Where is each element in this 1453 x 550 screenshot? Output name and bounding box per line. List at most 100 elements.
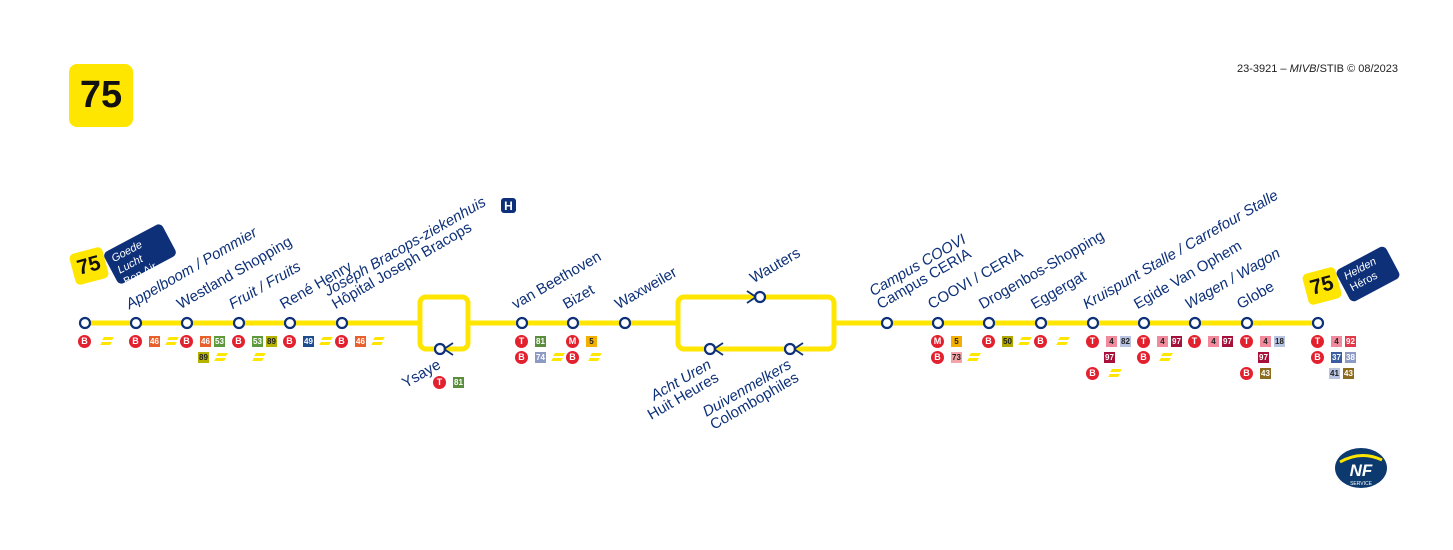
de-lijn-icon — [966, 352, 982, 362]
tram-mode-icon: T — [1240, 334, 1253, 348]
connecting-line-badge[interactable]: 49 — [303, 335, 314, 347]
nf-certification-logo: NF SERVICE — [1335, 448, 1387, 488]
station-stop-marker — [703, 342, 717, 356]
de-lijn-icon — [318, 336, 334, 346]
connecting-line-badge[interactable]: 89 — [266, 335, 277, 347]
connecting-line-badge[interactable]: 53 — [252, 335, 263, 347]
bus-mode-icon: B — [180, 334, 193, 348]
bus-mode-icon: B — [1137, 350, 1150, 364]
connecting-line-badge[interactable]: 97 — [1171, 335, 1182, 347]
de-lijn-icon — [370, 336, 386, 346]
connection-row: B 49 — [283, 334, 334, 348]
connecting-line-badge[interactable]: 46 — [200, 335, 211, 347]
connecting-line-badge[interactable]: 46 — [149, 335, 160, 347]
svg-text:NF: NF — [1350, 461, 1373, 480]
connecting-line-badge[interactable]: 97 — [1104, 351, 1115, 363]
connecting-line-badge[interactable]: 92 — [1345, 335, 1356, 347]
connecting-line-badge[interactable]: 97 — [1222, 335, 1233, 347]
connecting-line-badge[interactable]: 5 — [586, 335, 597, 347]
connecting-line-badge[interactable]: 53 — [214, 335, 225, 347]
tram-mode-icon: T — [515, 334, 528, 348]
station-stop-marker — [931, 316, 945, 330]
station-stop-marker — [1034, 316, 1048, 330]
tram-mode-icon: T — [1137, 334, 1150, 348]
connecting-line-badge[interactable]: 73 — [951, 351, 962, 363]
connecting-line-badge[interactable]: 41 — [1329, 367, 1340, 379]
connecting-line-badge[interactable]: 18 — [1274, 335, 1285, 347]
connecting-line-badge[interactable]: 46 — [355, 335, 366, 347]
station-stop-marker — [982, 316, 996, 330]
metro-mode-icon: M — [931, 334, 944, 348]
bus-mode-icon: B — [1086, 366, 1099, 380]
one-way-direction-icon — [746, 290, 757, 304]
bus-mode-icon: B — [335, 334, 348, 348]
connection-row: T 81 — [433, 375, 464, 389]
connecting-line-badge[interactable]: 43 — [1260, 367, 1271, 379]
connecting-line-badge[interactable]: 4 — [1157, 335, 1168, 347]
tram-mode-icon: T — [433, 375, 446, 389]
de-lijn-icon — [99, 336, 115, 346]
de-lijn-icon — [587, 352, 603, 362]
de-lijn-icon — [1158, 352, 1174, 362]
station-stop-marker — [232, 316, 246, 330]
station-stop-marker — [433, 342, 447, 356]
track-loop — [417, 294, 471, 352]
connection-row: 97 — [1258, 350, 1269, 364]
tram-mode-icon: T — [1311, 334, 1324, 348]
station-stop-marker — [180, 316, 194, 330]
connection-row: 89 — [198, 350, 229, 364]
station-stop-marker — [566, 316, 580, 330]
de-lijn-icon — [213, 352, 229, 362]
connecting-line-badge[interactable]: 4 — [1106, 335, 1117, 347]
connecting-line-badge[interactable]: 5 — [951, 335, 962, 347]
hospital-icon: H — [501, 198, 516, 213]
bus-mode-icon: B — [232, 334, 245, 348]
connection-row: B — [1137, 350, 1174, 364]
connecting-line-badge[interactable]: 81 — [535, 335, 546, 347]
bus-mode-icon: B — [78, 334, 91, 348]
credit-text: 23-3921 – MIVB/STIB © 08/2023 — [1237, 63, 1399, 75]
one-way-direction-icon — [443, 342, 454, 356]
connecting-line-badge[interactable]: 4 — [1208, 335, 1219, 347]
connecting-line-badge[interactable]: 50 — [1002, 335, 1013, 347]
track-loop — [675, 294, 837, 352]
de-lijn-icon — [550, 352, 566, 362]
bus-mode-icon: B — [515, 350, 528, 364]
station-stop-marker — [1240, 316, 1254, 330]
bus-mode-icon: B — [566, 350, 579, 364]
de-lijn-icon — [251, 352, 267, 362]
connecting-line-badge[interactable]: 37 — [1331, 351, 1342, 363]
station-stop-marker — [283, 316, 297, 330]
connecting-line-badge[interactable]: 43 — [1343, 367, 1354, 379]
connecting-line-badge[interactable]: 97 — [1258, 351, 1269, 363]
connecting-line-badge[interactable]: 4 — [1260, 335, 1271, 347]
connecting-line-badge[interactable]: 74 — [535, 351, 546, 363]
connection-row: B 50 — [982, 334, 1033, 348]
bus-mode-icon: B — [982, 334, 995, 348]
de-lijn-icon — [164, 336, 180, 346]
connection-row: B — [1086, 366, 1123, 380]
connecting-line-badge[interactable]: 81 — [453, 376, 464, 388]
connecting-line-badge[interactable]: 4 — [1331, 335, 1342, 347]
connection-row — [250, 350, 267, 364]
connecting-line-badge[interactable]: 89 — [198, 351, 209, 363]
one-way-direction-icon — [713, 342, 724, 356]
connection-row: 97 — [1104, 350, 1115, 364]
de-lijn-icon — [1107, 368, 1123, 378]
bus-mode-icon: B — [283, 334, 296, 348]
tram-mode-icon: T — [1086, 334, 1099, 348]
bus-mode-icon: B — [1034, 334, 1047, 348]
connecting-line-badge[interactable]: 82 — [1120, 335, 1131, 347]
connection-row: T 81 — [515, 334, 546, 348]
bus-mode-icon: B — [931, 350, 944, 364]
connecting-line-badge[interactable]: 38 — [1345, 351, 1356, 363]
